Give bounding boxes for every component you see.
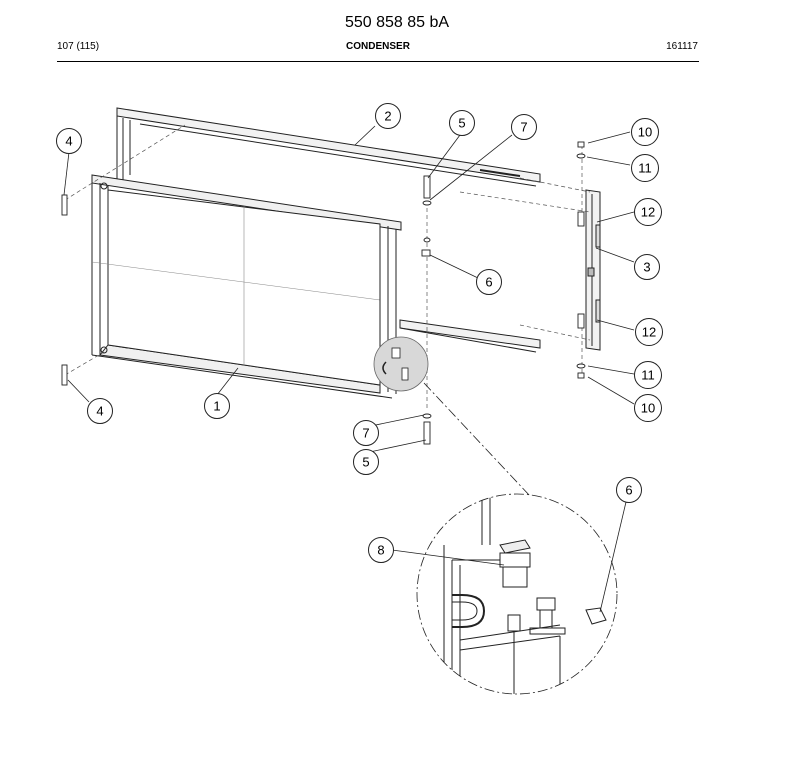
callout-12-upper: 12 [634, 198, 662, 226]
section-title: CONDENSER [346, 41, 410, 52]
callout-label: 10 [641, 401, 655, 416]
callout-11-lower: 11 [634, 361, 662, 389]
callout-label: 6 [625, 483, 632, 498]
callout-11-upper: 11 [631, 154, 659, 182]
upper-rail [116, 107, 541, 187]
callout-label: 11 [638, 161, 652, 176]
callout-label: 10 [638, 125, 652, 140]
detail-view [416, 493, 618, 695]
callout-label: 3 [643, 260, 650, 275]
callout-8: 8 [368, 537, 394, 563]
callout-label: 11 [641, 368, 655, 383]
callout-12-lower: 12 [635, 318, 663, 346]
date-code: 161117 [666, 41, 698, 52]
callout-label: 6 [485, 275, 492, 290]
page-reference: 107 (115) [57, 41, 100, 52]
callout-label: 2 [384, 109, 391, 124]
callout-6-detail: 6 [616, 477, 642, 503]
callout-7-lower: 7 [353, 420, 379, 446]
side-bracket [585, 189, 601, 351]
callout-5-upper: 5 [449, 110, 475, 136]
hardware [61, 141, 586, 445]
callout-label: 1 [213, 399, 220, 414]
callout-label: 7 [362, 426, 369, 441]
callout-label: 12 [641, 205, 655, 220]
callout-6-upper: 6 [476, 269, 502, 295]
callout-label: 12 [642, 325, 656, 340]
callout-10-lower: 10 [634, 394, 662, 422]
detail-link-line [423, 382, 531, 497]
callout-label: 4 [65, 134, 72, 149]
callout-2: 2 [375, 103, 401, 129]
callout-7-upper: 7 [511, 114, 537, 140]
condenser-frame [91, 174, 402, 399]
callout-1: 1 [204, 393, 230, 419]
callout-5-lower: 5 [353, 449, 379, 475]
callout-label: 7 [520, 120, 527, 135]
document-number: 550 858 85 bA [344, 14, 450, 31]
detail-source [373, 336, 429, 392]
callout-label: 8 [377, 543, 384, 558]
callout-10-upper: 10 [631, 118, 659, 146]
callout-label: 5 [458, 116, 465, 131]
lower-rail [399, 319, 541, 353]
leader-lines [63, 125, 635, 613]
header-rule [57, 61, 699, 62]
callout-4-lower: 4 [87, 398, 113, 424]
callout-label: 4 [96, 404, 103, 419]
callout-label: 5 [362, 455, 369, 470]
callout-3: 3 [634, 254, 660, 280]
callout-4-upper: 4 [56, 128, 82, 154]
